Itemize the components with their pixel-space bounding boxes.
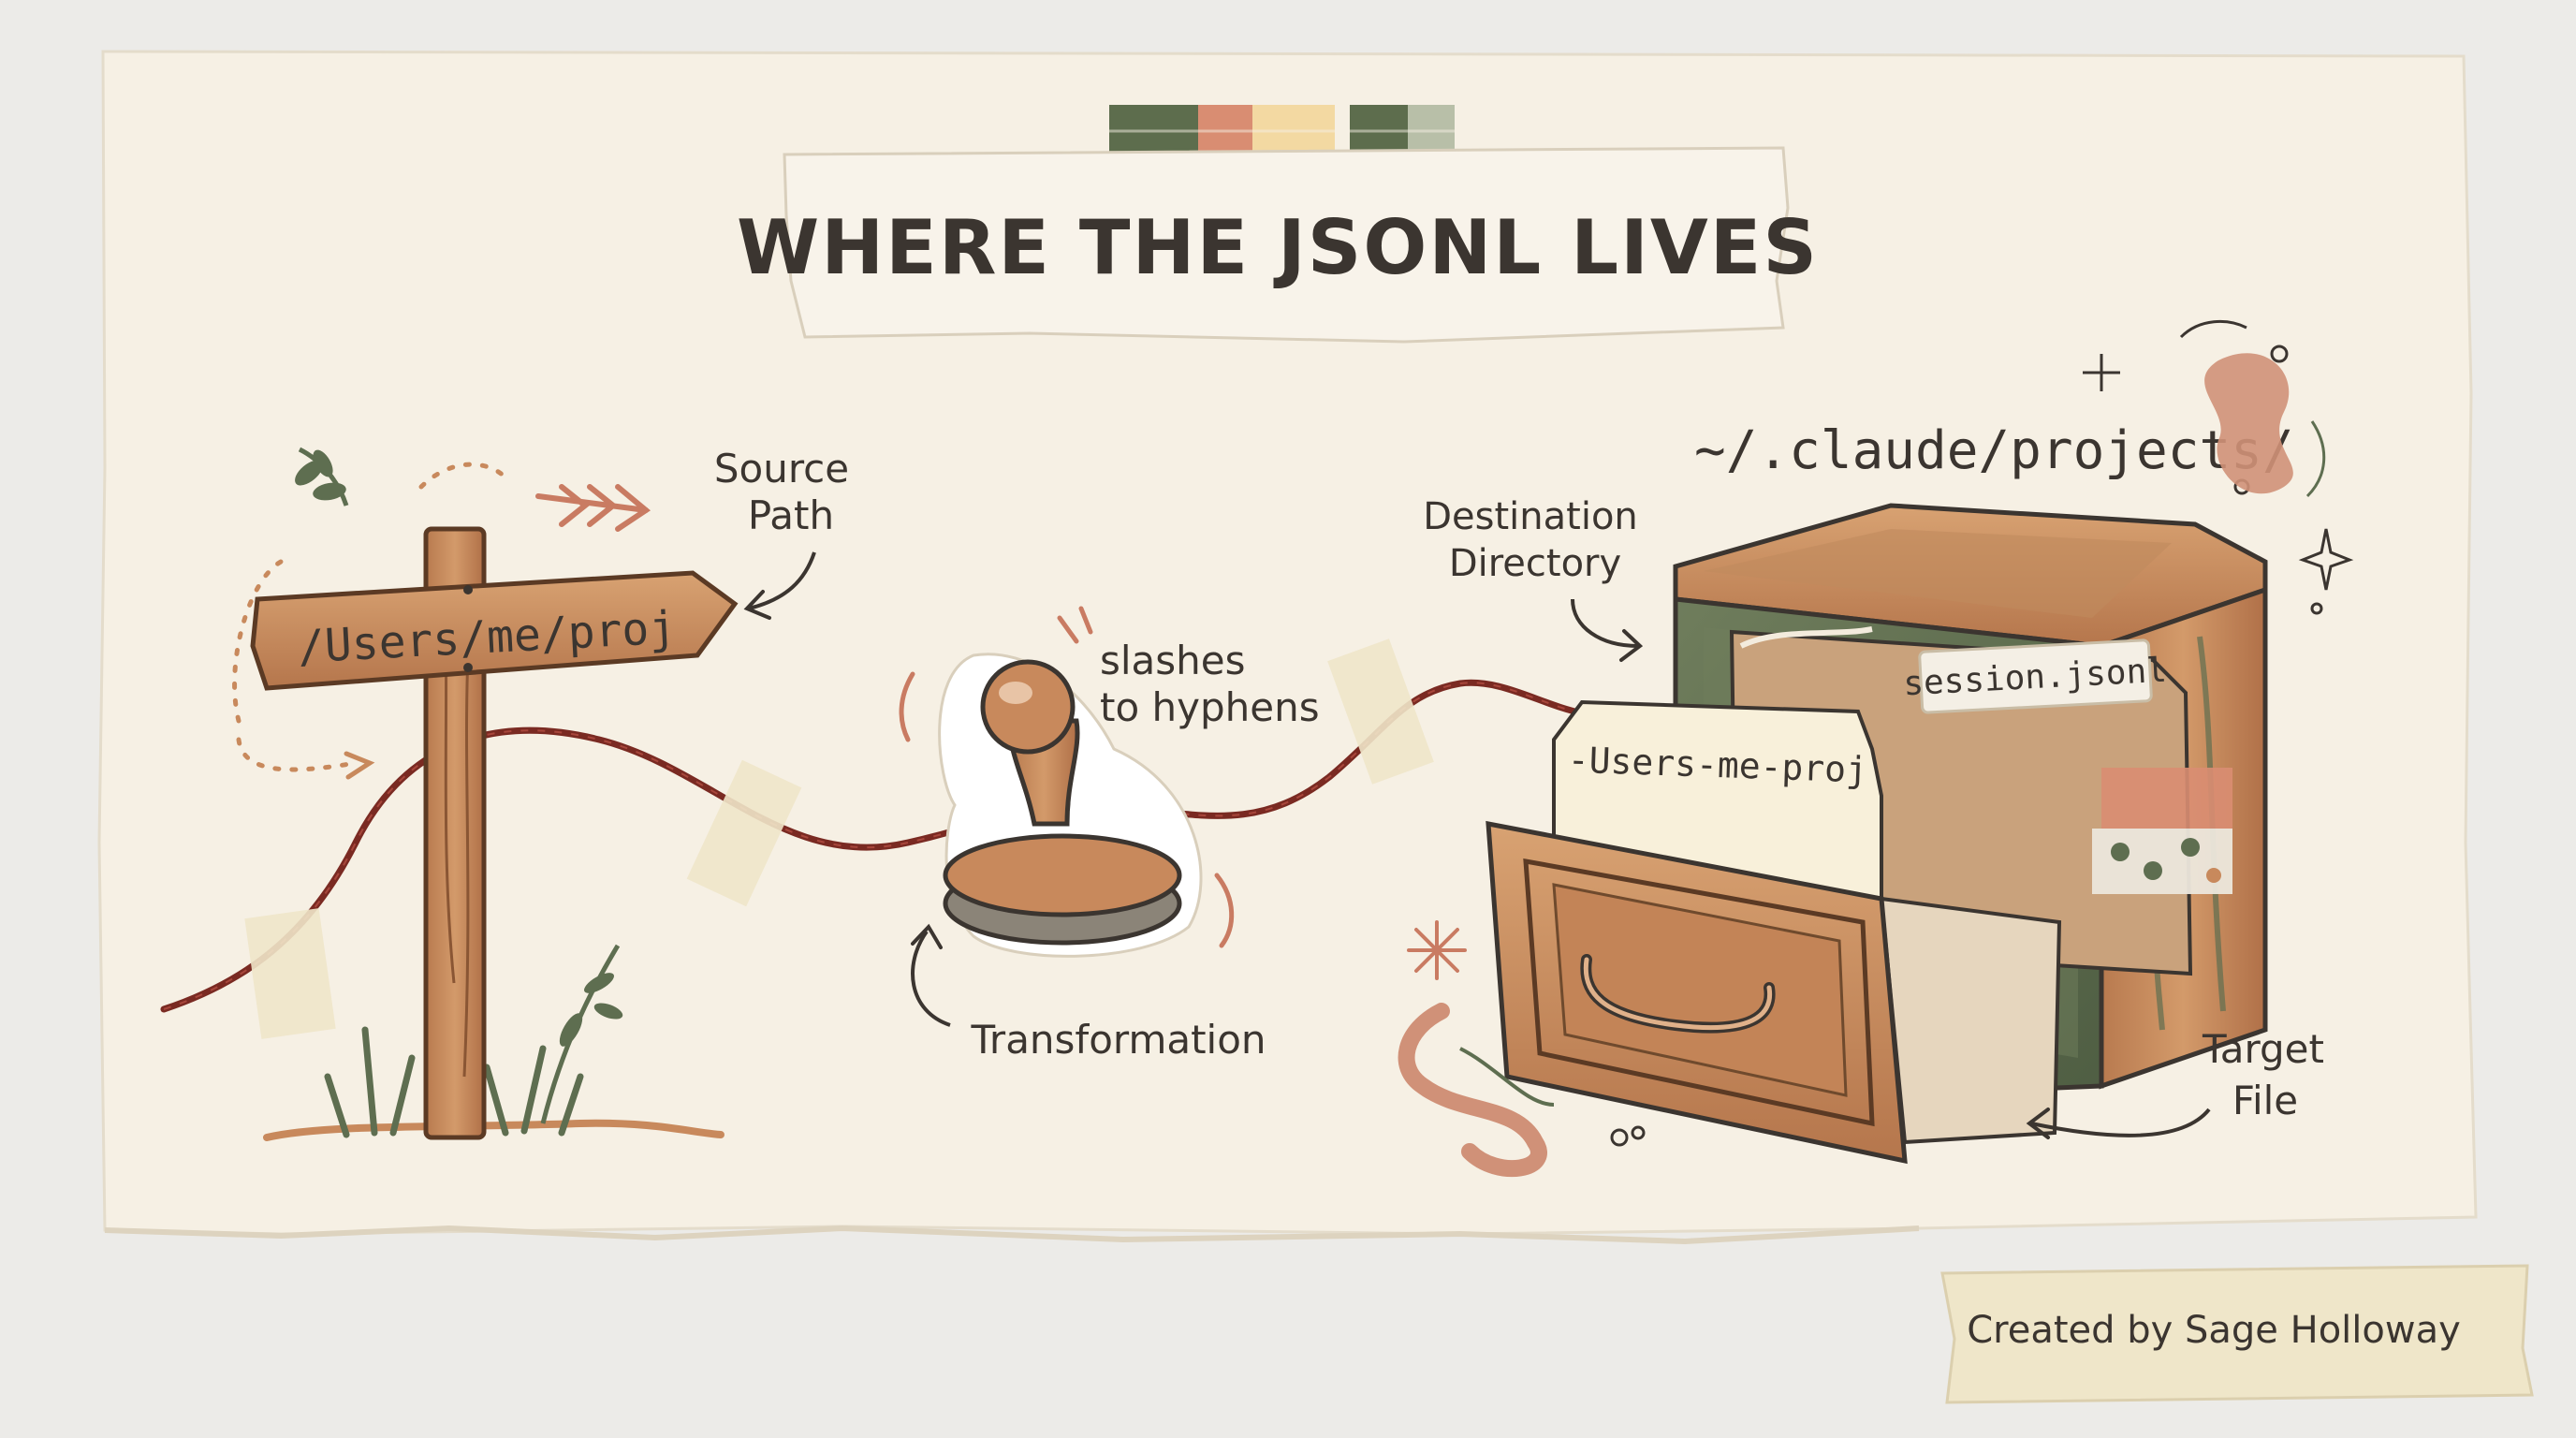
chevron-arrows-icon	[535, 484, 651, 532]
motion-line	[899, 671, 915, 742]
source-path-arrow	[748, 551, 816, 610]
stamp-label-line2: to hyphens	[1100, 684, 1320, 730]
destination-arrow	[1571, 598, 1639, 648]
rubber-stamp	[938, 653, 1203, 958]
target-file-label-line2: File	[2232, 1078, 2298, 1123]
title-paper	[783, 146, 1790, 344]
signpost: /Users/me/proj	[250, 447, 739, 1141]
source-path-label-line2: Path	[748, 492, 834, 538]
destination-label-line2: Directory	[1449, 542, 1621, 585]
tape-piece	[244, 908, 336, 1039]
decor-swirl	[1398, 1003, 1547, 1178]
target-file-arrow	[2030, 1108, 2211, 1137]
sparkle-icon	[2083, 354, 2354, 591]
drawer	[1486, 820, 2062, 1165]
transformation-label: Transformation	[970, 1017, 1266, 1063]
tape-piece	[1327, 638, 1434, 785]
decor-blob	[2204, 353, 2293, 494]
session-file-tag	[1918, 638, 2153, 714]
credit-text: Created by Sage Holloway	[1967, 1309, 2461, 1352]
decor-dot	[2270, 345, 2289, 363]
paper-torn-edge	[104, 1225, 1920, 1245]
source-path-label-line1: Source	[714, 446, 849, 492]
dotted-arc	[232, 559, 284, 724]
stamp-label-line1: slashes	[1100, 638, 1246, 683]
destination-label-line1: Destination	[1423, 495, 1638, 538]
asterisk-icon	[1407, 920, 1467, 980]
transformation-arrow	[911, 930, 951, 1027]
page-title: WHERE THE JSONL LIVES	[737, 204, 1819, 291]
credit-tape	[1940, 1264, 2534, 1404]
target-file-label-line1: Target	[2202, 1026, 2324, 1072]
projects-path-label: ~/.claude/projects/	[1694, 420, 2294, 481]
patterned-tape	[2092, 768, 2232, 894]
tape-piece	[686, 759, 802, 907]
